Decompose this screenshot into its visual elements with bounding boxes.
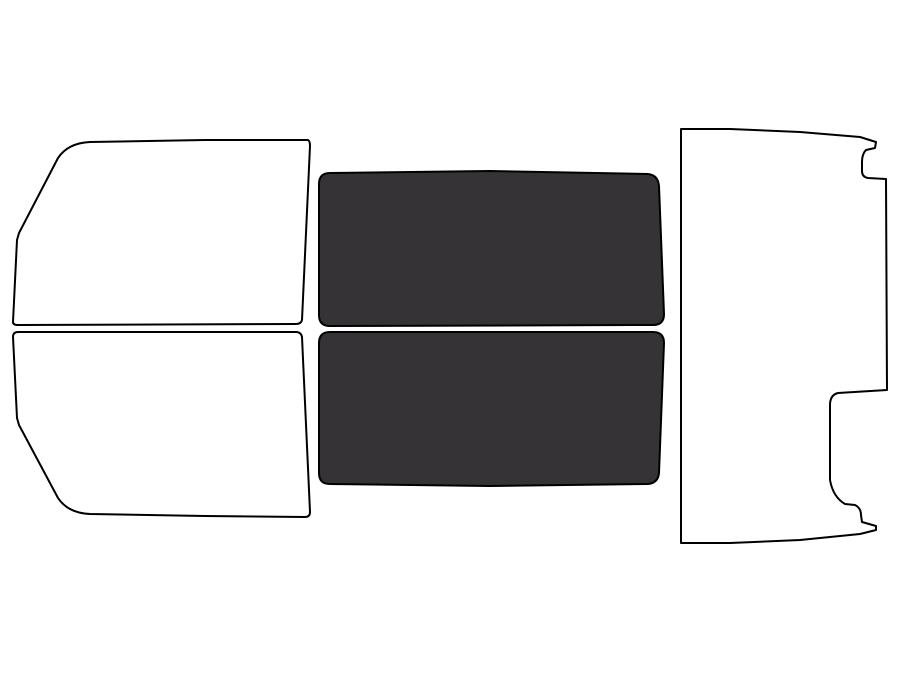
rear-windshield[interactable] [680, 128, 888, 544]
front-left-window[interactable] [12, 139, 311, 326]
rear-sunroof-panel[interactable] [318, 331, 665, 487]
front-sunroof-panel[interactable] [318, 170, 665, 327]
rear-left-window[interactable] [12, 331, 311, 518]
